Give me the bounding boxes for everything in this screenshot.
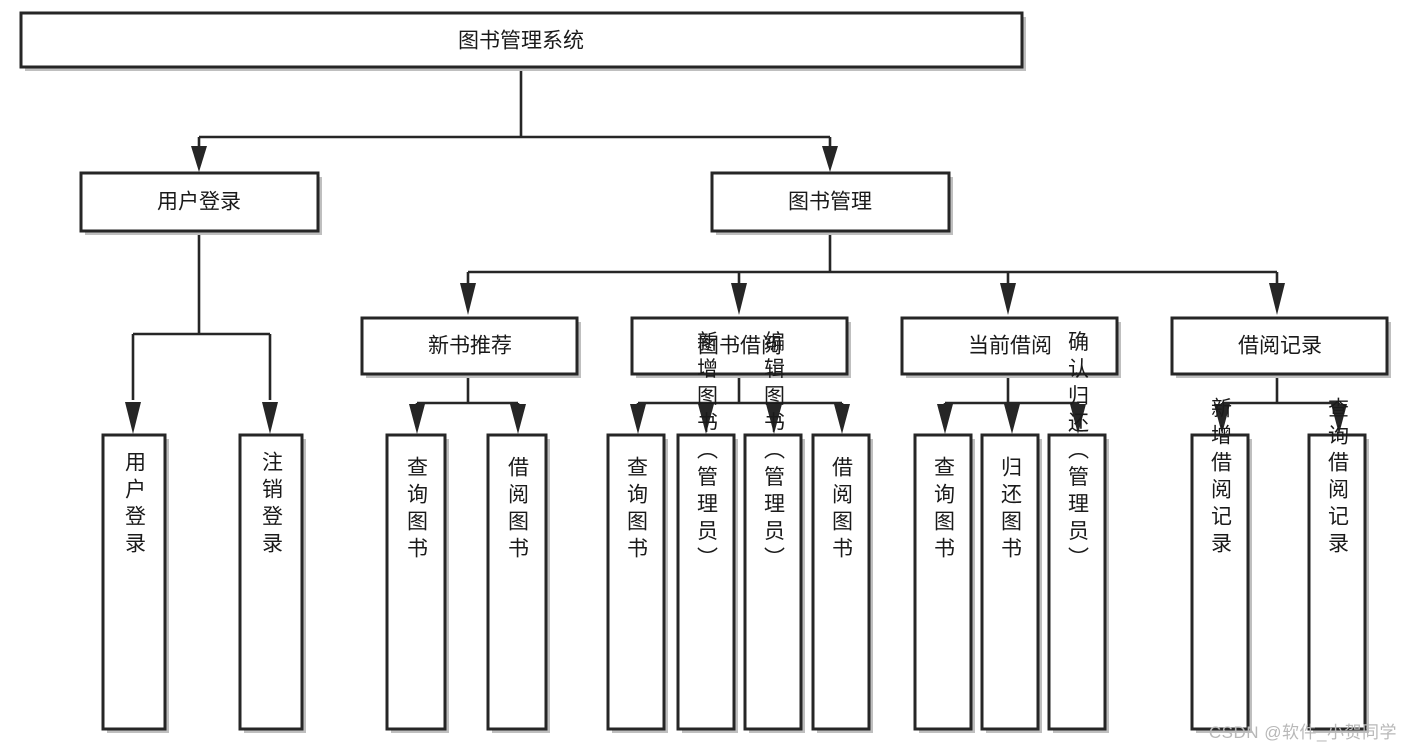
arrowhead-records: [1269, 283, 1285, 315]
connector-group-bookmgmt: [460, 233, 1285, 315]
node-user-login-box[interactable]: [79, 171, 320, 233]
leaf-borrow-book-newbook-label: 借阅图书: [506, 456, 530, 564]
node-current-borrow-label: 当前借阅: [968, 335, 1052, 358]
node-new-book-recommend-label: 新书推荐: [428, 335, 512, 358]
leaf-logout-box[interactable]: [238, 433, 304, 731]
leaf-add-borrow-record[interactable]: 新增借阅记录: [1190, 397, 1252, 733]
arrowhead-borrow: [731, 283, 747, 315]
leaf-user-login-label: 用户登录: [123, 451, 147, 559]
leaf-borrow-book-borrow-box[interactable]: [811, 433, 871, 731]
leaf-confirm-return-admin-label: 确认归还（管理员）: [1066, 331, 1090, 574]
leaf-return-book[interactable]: 归还图书: [980, 433, 1042, 733]
leaf-query-book-newbook[interactable]: 查询图书: [385, 433, 449, 733]
leaf-borrow-book-borrow-label: 借阅图书: [830, 456, 854, 564]
leaf-logout-label: 注销登录: [260, 451, 284, 559]
leaf-borrow-book-newbook[interactable]: 借阅图书: [486, 433, 550, 733]
node-new-book-recommend[interactable]: 新书推荐: [360, 316, 581, 378]
arrowhead-leaf-confirmreturn: [1070, 404, 1086, 434]
arrowhead-current: [1000, 283, 1016, 315]
arrowhead-leaf-userlogin: [125, 402, 141, 434]
leaf-query-book-borrow-box[interactable]: [606, 433, 666, 731]
arrowhead-leaf-borrow-newbook: [510, 404, 526, 434]
arrowhead-leaf-query-borrow: [630, 404, 646, 434]
node-new-book-recommend-box[interactable]: [360, 316, 579, 376]
leaf-edit-book-admin[interactable]: 编辑图书（管理员）: [743, 331, 805, 734]
node-user-login[interactable]: 用户登录: [79, 171, 322, 235]
watermark-text: CSDN @软件_小贺同学: [1208, 723, 1397, 742]
leaf-query-book-current-label: 查询图书: [932, 456, 956, 564]
node-current-borrow-box[interactable]: [900, 316, 1119, 376]
leaf-user-login[interactable]: 用户登录: [101, 433, 169, 733]
leaf-query-borrow-record[interactable]: 查询借阅记录: [1307, 397, 1369, 733]
connector-group-records: [1214, 377, 1347, 434]
leaf-query-book-borrow[interactable]: 查询图书: [606, 433, 668, 733]
node-root[interactable]: 图书管理系统: [19, 11, 1026, 71]
arrowhead-leaf-return: [1004, 404, 1020, 434]
leaf-user-login-box[interactable]: [101, 433, 167, 731]
arrowhead-leaf-logout: [262, 402, 278, 434]
leaf-query-book-newbook-box[interactable]: [385, 433, 447, 731]
arrowhead-leaf-addrecord: [1214, 404, 1230, 434]
node-book-borrow-label: 图书借阅: [698, 335, 782, 358]
connector-group-root: [191, 67, 838, 172]
arrowhead-leaf-query-current: [937, 404, 953, 434]
arrowhead-leaf-borrowbook: [834, 404, 850, 434]
leaf-add-book-admin-label: 新增图书（管理员）: [695, 331, 719, 574]
leaf-add-borrow-record-label: 新增借阅记录: [1209, 397, 1233, 559]
leaf-add-book-admin[interactable]: 新增图书（管理员）: [676, 331, 738, 734]
arrowhead-leaf-queryrecord: [1331, 404, 1347, 434]
leaf-query-borrow-record-box[interactable]: [1307, 433, 1367, 731]
leaf-query-book-current-box[interactable]: [913, 433, 973, 731]
node-current-borrow[interactable]: 当前借阅: [900, 316, 1121, 378]
node-borrow-records-box[interactable]: [1170, 316, 1389, 376]
leaf-return-book-label: 归还图书: [999, 456, 1023, 564]
node-book-management[interactable]: 图书管理: [710, 171, 953, 235]
connector-group-userlogin: [125, 233, 278, 434]
leaf-borrow-book-borrow[interactable]: 借阅图书: [811, 433, 873, 733]
leaf-add-book-admin-box[interactable]: [676, 433, 736, 731]
node-root-box[interactable]: [19, 11, 1024, 69]
leaf-query-book-current[interactable]: 查询图书: [913, 433, 975, 733]
leaf-add-borrow-record-box[interactable]: [1190, 433, 1250, 731]
arrowhead-leaf-addbook: [698, 404, 714, 434]
leaf-query-borrow-record-label: 查询借阅记录: [1326, 397, 1350, 559]
leaf-edit-book-admin-label: 编辑图书（管理员）: [762, 331, 786, 574]
leaf-borrow-book-newbook-box[interactable]: [486, 433, 548, 731]
leaf-edit-book-admin-box[interactable]: [743, 433, 803, 731]
node-book-management-label: 图书管理: [788, 191, 872, 214]
connector-group-borrow: [630, 377, 850, 434]
connector-group-newbook: [409, 377, 526, 434]
node-root-label: 图书管理系统: [458, 30, 584, 53]
node-borrow-records[interactable]: 借阅记录: [1170, 316, 1391, 378]
arrowhead-leaf-editbook: [766, 404, 782, 434]
arrowhead-bookmgmt: [822, 146, 838, 172]
arrowhead-userlogin: [191, 146, 207, 172]
node-borrow-records-label: 借阅记录: [1238, 335, 1322, 358]
leaf-confirm-return-admin[interactable]: 确认归还（管理员）: [1047, 331, 1109, 734]
node-user-login-label: 用户登录: [157, 191, 241, 214]
arrowhead-newbook: [460, 283, 476, 315]
node-book-borrow-box[interactable]: [630, 316, 849, 376]
leaf-query-book-borrow-label: 查询图书: [625, 456, 649, 564]
connector-group-current: [937, 377, 1086, 434]
leaf-return-book-box[interactable]: [980, 433, 1040, 731]
node-book-management-box[interactable]: [710, 171, 951, 233]
node-book-borrow[interactable]: 图书借阅: [630, 316, 851, 378]
arrowhead-leaf-query-newbook: [409, 404, 425, 434]
leaf-query-book-newbook-label: 查询图书: [405, 456, 429, 564]
leaf-confirm-return-admin-box[interactable]: [1047, 433, 1107, 731]
leaf-logout[interactable]: 注销登录: [238, 433, 306, 733]
